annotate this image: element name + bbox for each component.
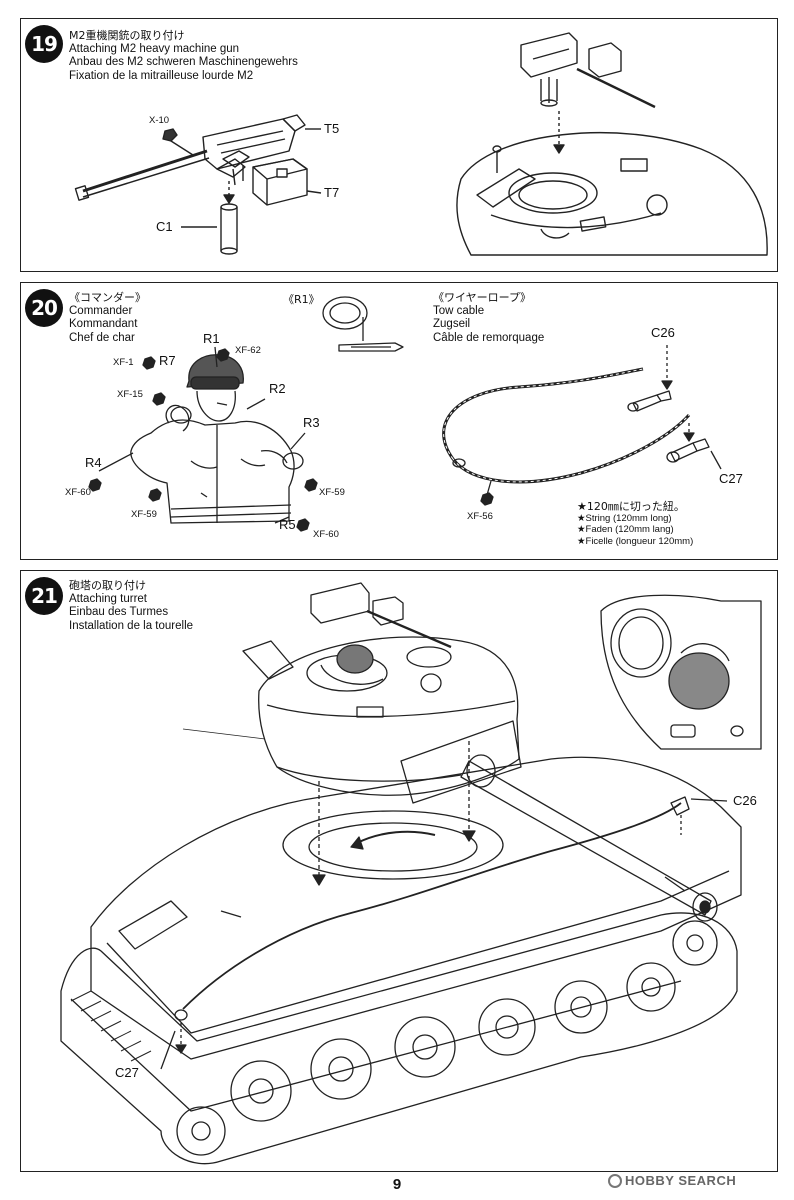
- string-note: ★120㎜に切った紐。 ★String (120mm long) ★Faden …: [577, 501, 693, 547]
- tank-turret-assembly-drawing: [60, 582, 762, 1165]
- string-note-jp: ★120㎜に切った紐。: [577, 500, 685, 513]
- m2-gun-assembly-drawing: [74, 32, 768, 256]
- tow-cable-title: 《ワイヤーロープ》 Tow cable Zugseil Câble de rem…: [433, 291, 544, 345]
- r1-box-title: 《R1》: [283, 293, 320, 306]
- step-19-title-fr: Fixation de la mitrailleuse lourde M2: [69, 69, 254, 82]
- watermark-text: HOBBY SEARCH: [625, 1173, 737, 1188]
- label-x10: X-10: [149, 115, 170, 126]
- commander-title-jp: 《コマンダー》: [69, 291, 146, 304]
- step-19-title-jp: M2重機関銃の取り付け: [69, 29, 185, 42]
- label-xf60-a: XF-60: [65, 487, 91, 498]
- step-21-panel: 21 砲塔の取り付け Attaching turret Einbau des T…: [20, 570, 778, 1172]
- watermark-logo-icon: [608, 1174, 622, 1188]
- watermark: HOBBY SEARCH: [608, 1173, 736, 1188]
- step-19-title-de: Anbau des M2 schweren Maschinengewehrs: [69, 56, 298, 68]
- label-c1: C1: [156, 219, 173, 234]
- label-c26-step21: C26: [733, 793, 757, 808]
- tow-cable-title-de: Zugseil: [433, 318, 471, 330]
- label-r2: R2: [269, 381, 286, 396]
- step-21-title-en: Attaching turret: [69, 592, 147, 605]
- tow-cable-title-jp: 《ワイヤーロープ》: [433, 291, 532, 304]
- page-number: 9: [392, 1176, 402, 1193]
- label-c27: C27: [719, 471, 743, 486]
- label-xf59-a: XF-59: [131, 509, 157, 520]
- string-note-fr: ★Ficelle (longueur 120mm): [577, 535, 694, 547]
- label-c27-step21: C27: [115, 1065, 139, 1080]
- label-xf1: XF-1: [113, 357, 134, 368]
- commander-title-fr: Chef de char: [69, 331, 135, 344]
- step-21-badge: 21: [25, 577, 63, 615]
- label-xf59-b: XF-59: [319, 487, 345, 498]
- commander-title-de: Kommandant: [69, 318, 138, 330]
- label-c26: C26: [651, 325, 675, 340]
- step-21-title-de: Einbau des Turmes: [69, 606, 169, 618]
- label-t5: T5: [324, 121, 340, 136]
- label-r5: R5: [279, 517, 296, 532]
- label-xf62: XF-62: [235, 345, 261, 356]
- step-19-title: M2重機関銃の取り付け Attaching M2 heavy machine g…: [69, 29, 298, 83]
- label-t7: T7: [324, 185, 340, 200]
- label-r3: R3: [303, 415, 320, 430]
- step-20-panel: 20 《コマンダー》 Commander Kommandant Chef de …: [20, 282, 778, 560]
- step-21-title-fr: Installation de la tourelle: [69, 619, 194, 632]
- label-r1: R1: [203, 331, 220, 346]
- step-20-badge: 20: [25, 289, 63, 327]
- commander-figure-and-cable-drawing: [88, 296, 722, 532]
- step-19-title-en: Attaching M2 heavy machine gun: [69, 42, 240, 55]
- step-21-title-jp: 砲塔の取り付け: [69, 579, 146, 592]
- commander-title: 《コマンダー》 Commander Kommandant Chef de cha…: [69, 291, 146, 345]
- label-xf15: XF-15: [117, 389, 143, 400]
- string-note-de: ★Faden (120mm lang): [577, 524, 674, 535]
- label-xf60-b: XF-60: [313, 529, 339, 540]
- label-r4: R4: [85, 455, 102, 470]
- string-note-en: ★String (120mm long): [577, 512, 672, 524]
- tow-cable-title-en: Tow cable: [433, 304, 485, 317]
- step-19-badge: 19: [25, 25, 63, 63]
- step-19-panel: 19 M2重機関銃の取り付け Attaching M2 heavy machin…: [20, 18, 778, 272]
- label-xf56: XF-56: [467, 511, 493, 522]
- step-21-title: 砲塔の取り付け Attaching turret Einbau des Turm…: [69, 579, 193, 633]
- label-r7: R7: [159, 353, 176, 368]
- tow-cable-title-fr: Câble de remorquage: [433, 331, 545, 344]
- commander-title-en: Commander: [69, 304, 133, 317]
